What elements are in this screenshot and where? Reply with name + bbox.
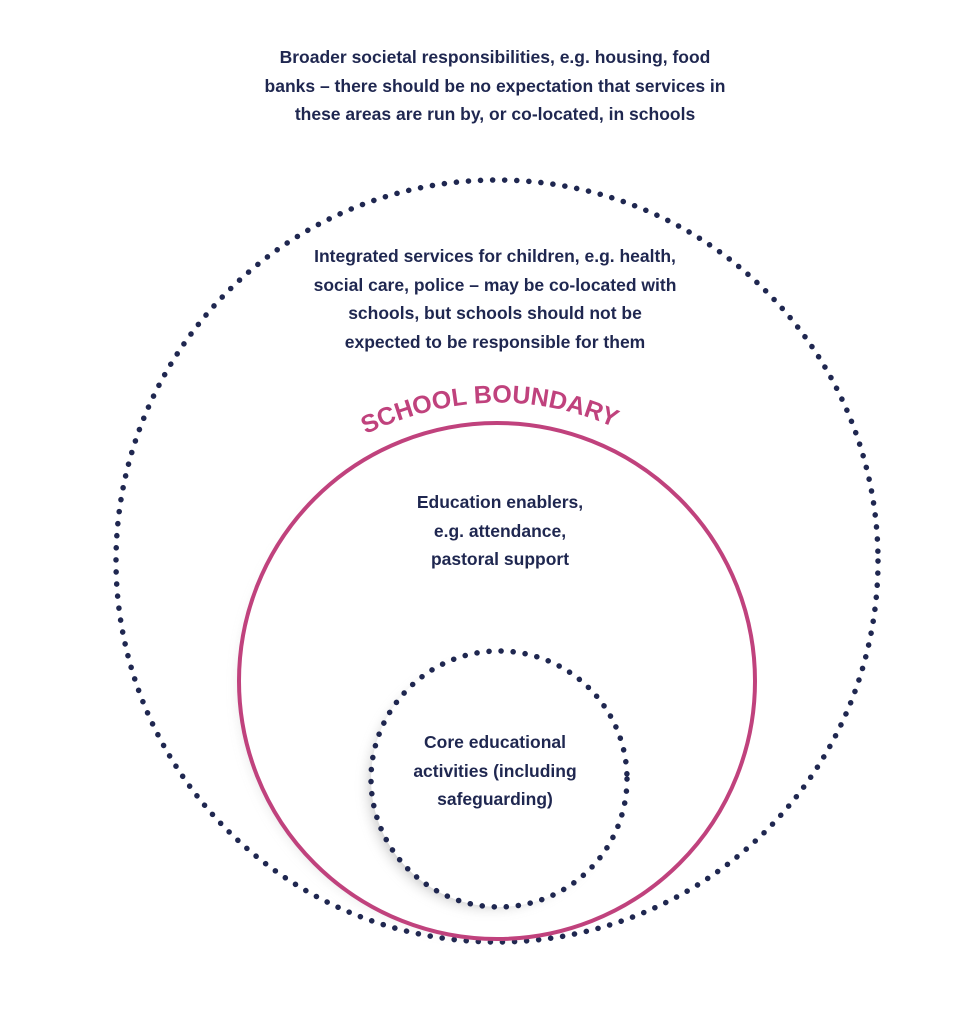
education-enablers-label: Education enablers, e.g. attendance, pas… — [370, 488, 630, 574]
broader-societal-responsibilities-label: Broader societal responsibilities, e.g. … — [235, 43, 755, 129]
integrated-services-label: Integrated services for children, e.g. h… — [265, 242, 725, 356]
outer-label-line: banks – there should be no expectation t… — [264, 75, 726, 96]
enablers-label-line: Education enablers, — [416, 492, 584, 512]
core-educational-activities-label: Core educational activities (including s… — [380, 728, 610, 814]
integrated-label-line: schools, but schools should not be — [348, 303, 642, 323]
integrated-label-line: social care, police – may be co-located … — [313, 274, 677, 295]
integrated-services-circle — [113, 177, 881, 945]
core-activities-circle — [368, 648, 630, 910]
core-label-line: Core educational — [424, 732, 566, 752]
outer-label-line: these areas are run by, or co-located, i… — [294, 104, 696, 124]
core-label-line: activities (including — [413, 760, 577, 781]
enablers-label-line: e.g. attendance, — [433, 520, 567, 541]
core-label-line: safeguarding) — [437, 789, 553, 809]
integrated-label-line: Integrated services for children, e.g. h… — [314, 246, 676, 266]
outer-label-line: Broader societal responsibilities, e.g. … — [279, 47, 711, 67]
integrated-label-line: expected to be responsible for them — [344, 331, 646, 352]
enablers-label-line: pastoral support — [430, 549, 570, 569]
